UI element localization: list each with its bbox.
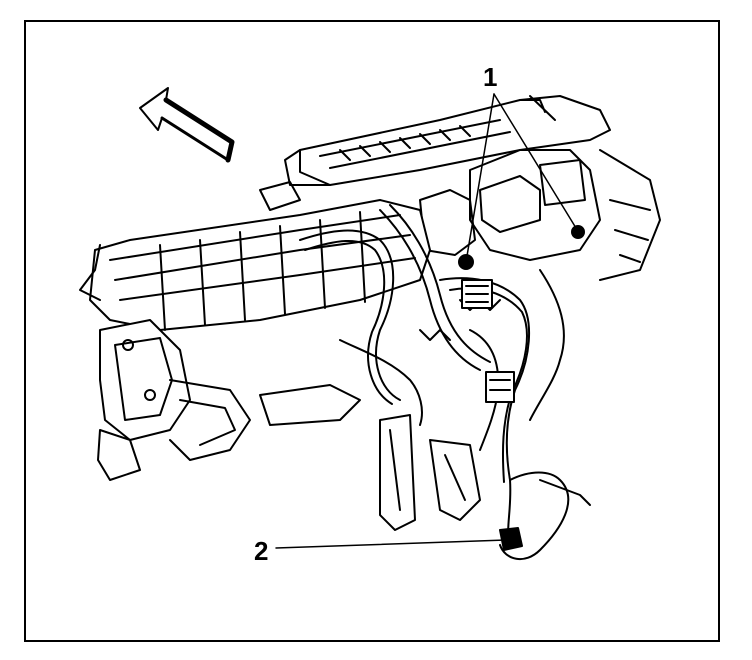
callout-leaders [275, 93, 577, 549]
defroster-duct [284, 95, 611, 186]
callout-1: 1 [483, 62, 498, 92]
floor-ducts [259, 384, 481, 531]
forward-arrow-icon [139, 87, 235, 163]
mounting-nut-left [458, 254, 474, 270]
harness-connectors [458, 225, 585, 551]
cross-car-beam [79, 181, 431, 331]
mounting-nut-right [571, 225, 585, 239]
callout-2: 2 [254, 536, 269, 566]
ground-bolt [499, 527, 523, 551]
left-end-bracket [97, 319, 251, 481]
wiring-harness [299, 204, 591, 560]
